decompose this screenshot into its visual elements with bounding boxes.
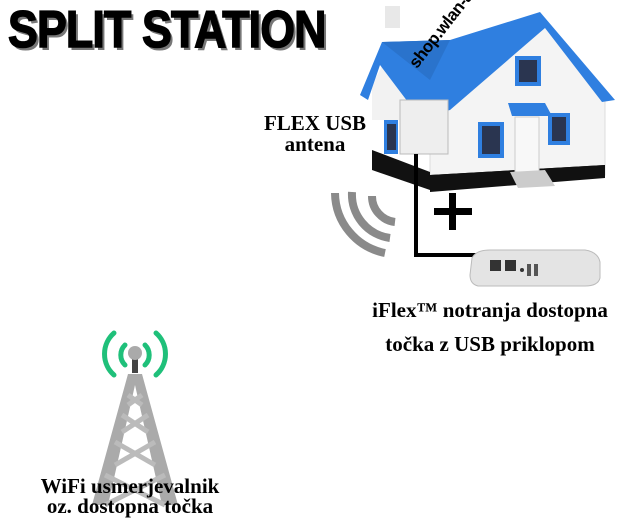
house-icon bbox=[360, 6, 615, 192]
tower-label-line2: oz. dostopna točka bbox=[46, 494, 214, 518]
antenna-label-line1: FLEX USB bbox=[263, 111, 367, 135]
wifi-tower-icon bbox=[92, 330, 178, 508]
router-label-line1: iFlex™ notranja dostopna bbox=[372, 298, 608, 322]
router-label-line2: točka z USB priklopom bbox=[385, 332, 595, 356]
plus-icon bbox=[434, 193, 472, 230]
usb-cable bbox=[414, 154, 478, 257]
page-title: SPLIT STATION bbox=[7, 0, 327, 60]
wifi-waves-icon bbox=[331, 191, 396, 257]
tower-label: WiFi usmerjevalnik oz. dostopna točka bbox=[10, 474, 250, 518]
iflex-router-icon bbox=[469, 249, 601, 287]
antenna-label-line2: antena bbox=[284, 132, 346, 156]
flex-usb-antenna-icon bbox=[399, 99, 449, 155]
antenna-label: FLEX USB antena bbox=[250, 113, 380, 155]
router-label: iFlex™ notranja dostopna točka z USB pri… bbox=[350, 293, 630, 361]
tower-label-line1: WiFi usmerjevalnik bbox=[40, 474, 220, 498]
